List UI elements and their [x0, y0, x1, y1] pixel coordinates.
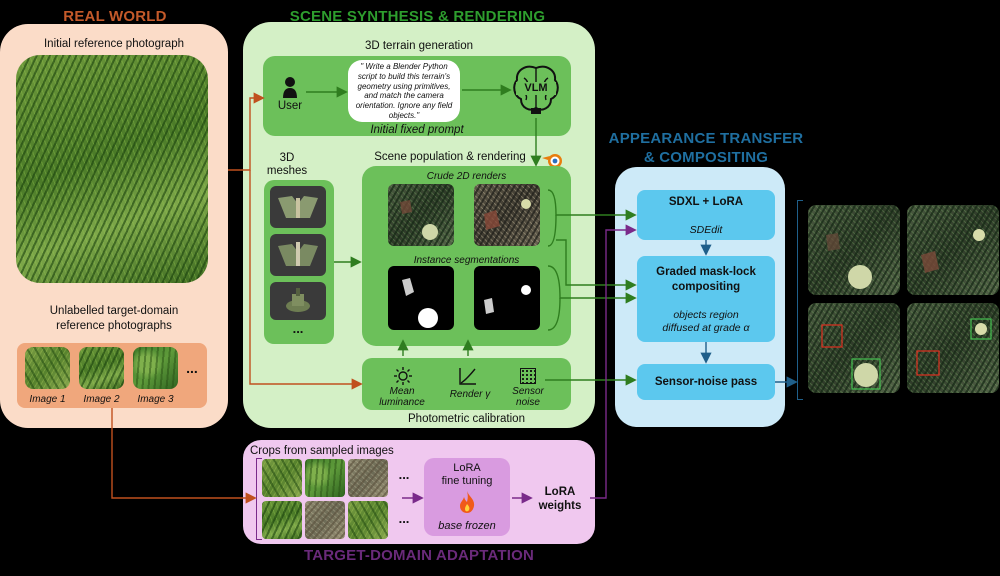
vlm-label: VLM	[516, 82, 556, 95]
crops-ellipsis-1: ...	[398, 467, 410, 482]
initial-reference-label: Initial reference photograph	[43, 38, 184, 50]
crop-1	[262, 459, 302, 497]
objects-region-line1: objects region	[673, 309, 739, 321]
image-3-photo	[133, 347, 178, 389]
lora-line1: LoRA	[453, 462, 481, 474]
render-gamma-label: Render γ	[449, 389, 491, 400]
image-1-photo	[25, 347, 70, 389]
lora-finetune-box	[424, 458, 510, 536]
sensor-noise-line1: Sensor	[512, 386, 544, 397]
sdxl-lora-label: SDXL + LoRA	[668, 196, 744, 208]
appearance-title-line1: APPEARANCE TRANSFER	[608, 130, 804, 147]
mesh-thumb-3	[270, 282, 326, 320]
base-frozen-label: base frozen	[438, 520, 496, 532]
output-image-1	[808, 205, 900, 295]
terrain-title: 3D terrain generation	[364, 40, 474, 52]
sensor-noise-pass-box	[637, 364, 775, 400]
user-label: User	[277, 100, 303, 112]
mesh-thumb-1	[270, 186, 326, 228]
images-ellipsis: ...	[186, 360, 198, 376]
gamma-curve-icon	[458, 366, 478, 386]
target-domain-title: TARGET-DOMAIN ADAPTATION	[303, 547, 535, 564]
crop-5	[305, 501, 345, 539]
unlabelled-label-line2: reference photographs	[56, 320, 172, 332]
lora-weights-line2: weights	[538, 500, 582, 512]
meshes-ellipsis: ...	[292, 321, 304, 336]
appearance-title-line2: & COMPOSITING	[643, 149, 769, 166]
scene-synthesis-title: SCENE SYNTHESIS & RENDERING	[289, 8, 546, 25]
scene-population-title: Scene population & rendering	[374, 151, 526, 163]
lora-line2: fine tuning	[441, 475, 493, 487]
image-2-label: Image 2	[83, 394, 120, 405]
real-world-title: REAL WORLD	[63, 8, 167, 25]
fire-icon	[457, 490, 477, 514]
graded-line2: compositing	[671, 281, 741, 293]
mesh-thumb-2	[270, 234, 326, 276]
segmentation-mask-1	[388, 266, 454, 330]
mean-luminance-line1: Mean	[389, 386, 415, 397]
output-image-2	[907, 205, 999, 295]
output-image-3	[808, 303, 900, 393]
image-3-label: Image 3	[137, 394, 174, 405]
instance-segmentations-label: Instance segmentations	[413, 255, 520, 266]
unlabelled-label-line1: Unlabelled target-domain	[49, 305, 179, 317]
blender-icon	[540, 150, 566, 170]
crop-3	[348, 459, 388, 497]
graded-compositing-box	[637, 256, 775, 342]
mean-luminance-line2: luminance	[379, 397, 425, 408]
crop-6	[348, 501, 388, 539]
crop-2	[305, 459, 345, 497]
sun-icon	[393, 366, 413, 386]
sdedit-label: SDEdit	[689, 224, 723, 236]
lora-weights-line1: LoRA	[544, 486, 576, 498]
prompt-bubble	[348, 60, 460, 122]
meshes-title-line2: meshes	[266, 165, 308, 177]
sensor-noise-line2: noise	[516, 397, 540, 408]
crude-render-1	[388, 184, 454, 246]
meshes-title-line1: 3D	[279, 152, 295, 164]
initial-reference-photo	[16, 55, 208, 283]
sensor-noise-pass-label: Sensor-noise pass	[654, 376, 758, 388]
objects-region-line2: diffused at grade α	[662, 322, 750, 334]
sensor-noise-icon	[520, 368, 536, 384]
graded-line1: Graded mask-lock	[656, 266, 756, 278]
initial-prompt-label: Initial fixed prompt	[370, 124, 464, 136]
output-bracket	[797, 200, 803, 400]
crops-ellipsis-2: ...	[398, 511, 410, 526]
crops-label: Crops from sampled images	[250, 445, 394, 457]
image-1-label: Image 1	[29, 394, 66, 405]
sdxl-lora-box	[637, 190, 775, 240]
segmentation-mask-2	[474, 266, 540, 330]
output-image-4	[907, 303, 999, 393]
prompt-text: " Write a Blender Python script to build…	[355, 62, 453, 120]
crude-render-2	[474, 184, 540, 246]
crop-4	[262, 501, 302, 539]
crude-renders-label: Crude 2D renders	[426, 171, 507, 182]
photometric-title: Photometric calibration	[408, 413, 525, 425]
user-icon	[282, 76, 298, 100]
image-2-photo	[79, 347, 124, 389]
